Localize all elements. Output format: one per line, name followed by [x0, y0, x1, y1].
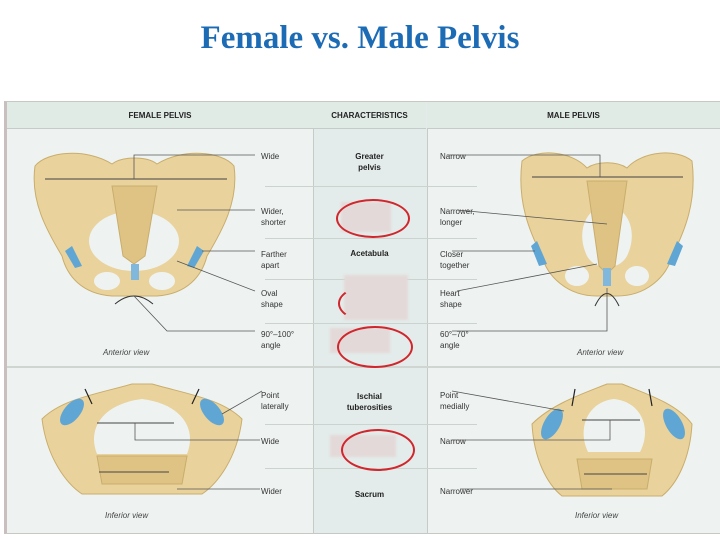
male-label-ischial: Point medially — [440, 391, 470, 411]
char-sacrum: Sacrum — [354, 490, 385, 499]
highlight-oval — [337, 326, 413, 368]
male-label-greater-pelvis: Narrow — [440, 152, 466, 161]
page-title: Female vs. Male Pelvis — [200, 20, 520, 56]
highlight-oval — [341, 429, 415, 471]
comparison-table: FEMALE PELVIS CHARACTERISTICS MALE PELVI… — [4, 101, 720, 534]
female-label-pubic-angle: 90°–100° angle — [261, 330, 295, 350]
female-pelvis-inferior-illustration — [41, 383, 263, 495]
female-label-pelvic-inlet: Wider, shorter — [261, 207, 286, 227]
male-label-inlet-shape: Heart shape — [440, 289, 462, 309]
male-label-pelvic-inlet: Narrower, longer — [440, 207, 475, 227]
female-label-sacrum: Wider — [261, 487, 282, 496]
row-separator — [265, 424, 477, 425]
female-pelvis-anterior-illustration — [33, 152, 256, 332]
female-label-acetabula: Farther apart — [261, 250, 287, 270]
male-pelvis-anterior-illustration — [447, 152, 694, 332]
male-pelvis-inferior-illustration — [451, 383, 693, 497]
highlight-oval-partial — [338, 285, 402, 322]
row-separator — [265, 238, 477, 239]
highlight-oval — [336, 199, 410, 238]
male-label-acetabula: Closer together — [440, 250, 470, 270]
header-male: MALE PELVIS — [427, 102, 720, 129]
male-label-sacrum: Narrower — [440, 487, 473, 496]
char-ischial-tuberosities: Ischial tuberosities — [346, 392, 393, 412]
caption-female-anterior: Anterior view — [103, 348, 150, 357]
female-label-greater-pelvis: Wide — [261, 152, 280, 161]
row-separator — [265, 186, 477, 187]
header-female: FEMALE PELVIS — [7, 102, 313, 129]
header-characteristics: CHARACTERISTICS — [313, 102, 426, 129]
male-label-outlet: Narrow — [440, 437, 466, 446]
female-label-ischial: Point laterally — [261, 391, 289, 411]
caption-male-inferior: Inferior view — [575, 511, 619, 520]
char-acetabula: Acetabula — [350, 249, 389, 258]
caption-female-inferior: Inferior view — [105, 511, 149, 520]
male-label-pubic-angle: 60°–70° angle — [440, 330, 469, 350]
female-label-inlet-shape: Oval shape — [261, 289, 283, 309]
char-greater-pelvis: Greater pelvis — [355, 152, 384, 172]
row-separator — [265, 323, 477, 324]
female-label-outlet: Wide — [261, 437, 280, 446]
caption-male-anterior: Anterior view — [577, 348, 624, 357]
